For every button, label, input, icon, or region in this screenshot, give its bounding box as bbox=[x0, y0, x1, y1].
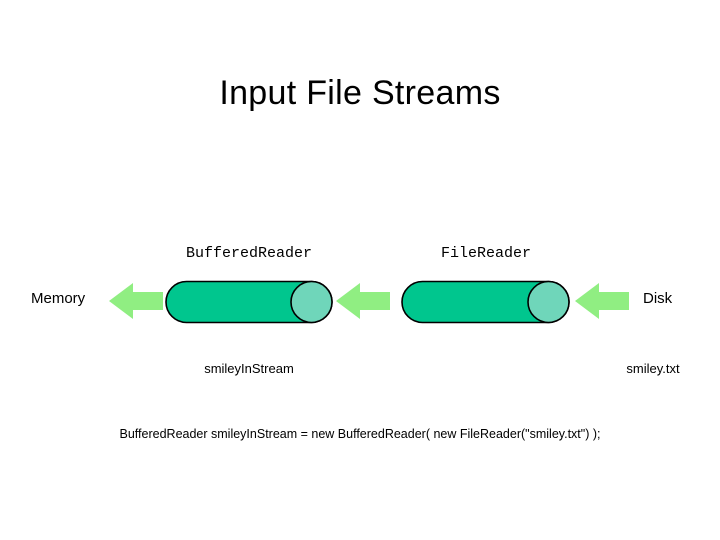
code-statement: BufferedReader smileyInStream = new Buff… bbox=[119, 427, 601, 441]
buffered-reader-variable-label: smileyInStream bbox=[204, 361, 294, 376]
arrow-from-disk-icon bbox=[575, 283, 629, 319]
file-reader-class-label: FileReader bbox=[440, 245, 531, 262]
file-reader-cylinder bbox=[401, 280, 570, 324]
disk-endpoint-label: Disk bbox=[643, 290, 673, 307]
file-reader-variable-label: smiley.txt bbox=[626, 361, 680, 376]
arrow-to-memory-icon bbox=[109, 283, 163, 319]
buffered-reader-class-label: BufferedReader bbox=[185, 245, 313, 262]
page-title: Input File Streams bbox=[219, 74, 501, 112]
buffered-reader-cylinder bbox=[165, 280, 333, 324]
arrow-between-streams-icon bbox=[336, 283, 390, 319]
memory-endpoint-label: Memory bbox=[31, 290, 86, 307]
